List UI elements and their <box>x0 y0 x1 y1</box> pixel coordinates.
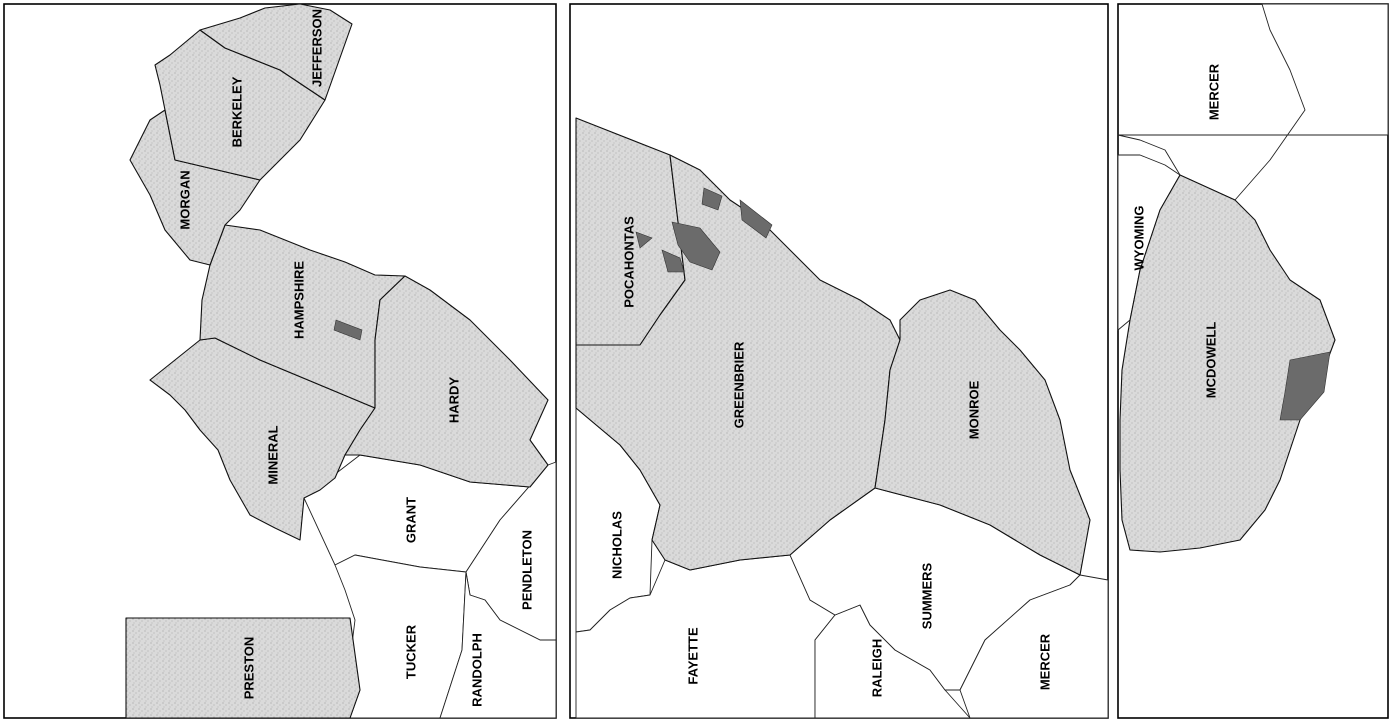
label-preston: PRESTON <box>241 637 256 700</box>
label-summers: SUMMERS <box>919 562 934 629</box>
county-berkeley <box>154 29 326 181</box>
county-morgan <box>129 109 261 266</box>
label-mcdowell: MCDOWELL <box>1203 322 1218 399</box>
county-hardy <box>344 275 549 488</box>
highlight-area-hampshire <box>333 319 363 341</box>
label-pocahontas: POCAHONTAS <box>621 216 636 308</box>
label-morgan: MORGAN <box>177 170 192 229</box>
highlight-area-pocahontas <box>635 231 653 249</box>
highlight-area-greenbrier-2 <box>661 249 685 273</box>
county-mercer-central <box>959 574 1109 719</box>
county-mcdowell <box>1119 174 1336 553</box>
highlight-area-greenbrier-1 <box>671 221 721 271</box>
label-fayette: FAYETTE <box>685 627 700 685</box>
label-grant: GRANT <box>403 497 418 543</box>
label-berkeley: BERKELEY <box>229 76 244 147</box>
panel-frame-south <box>1117 3 1389 719</box>
county-preston <box>125 617 361 719</box>
highlight-area-greenbrier-4 <box>739 199 773 239</box>
label-pendleton: PENDLETON <box>519 530 534 610</box>
label-tucker: TUCKER <box>403 624 418 679</box>
label-hardy: HARDY <box>446 377 461 424</box>
county-mercer-south <box>1117 3 1389 201</box>
label-nicholas: NICHOLAS <box>609 511 624 579</box>
county-randolph <box>439 571 557 719</box>
label-raleigh: RALEIGH <box>869 639 884 698</box>
map-panel-north: JEFFERSON BERKELEY MORGAN HAMPSHIRE HARD… <box>3 3 557 719</box>
county-monroe <box>874 289 1091 576</box>
label-randolph: RANDOLPH <box>469 633 484 707</box>
map-panel-central: POCAHONTAS GREENBRIER MONROE NICHOLAS FA… <box>569 3 1109 719</box>
county-greenbrier <box>575 154 901 571</box>
label-mineral: MINERAL <box>265 425 280 484</box>
highlight-area-greenbrier-3 <box>701 187 723 211</box>
highlight-area-mcdowell <box>1279 351 1331 421</box>
label-hampshire: HAMPSHIRE <box>291 261 306 339</box>
county-jefferson <box>199 3 353 101</box>
label-greenbrier: GREENBRIER <box>731 341 746 428</box>
label-mercer-central: MERCER <box>1037 633 1052 690</box>
label-wyoming: WYOMING <box>1131 206 1146 271</box>
label-mercer-south: MERCER <box>1206 63 1221 120</box>
label-jefferson: JEFFERSON <box>309 9 324 87</box>
label-monroe: MONROE <box>966 380 981 439</box>
map-panel-south: MERCER WYOMING MCDOWELL <box>1117 3 1389 719</box>
